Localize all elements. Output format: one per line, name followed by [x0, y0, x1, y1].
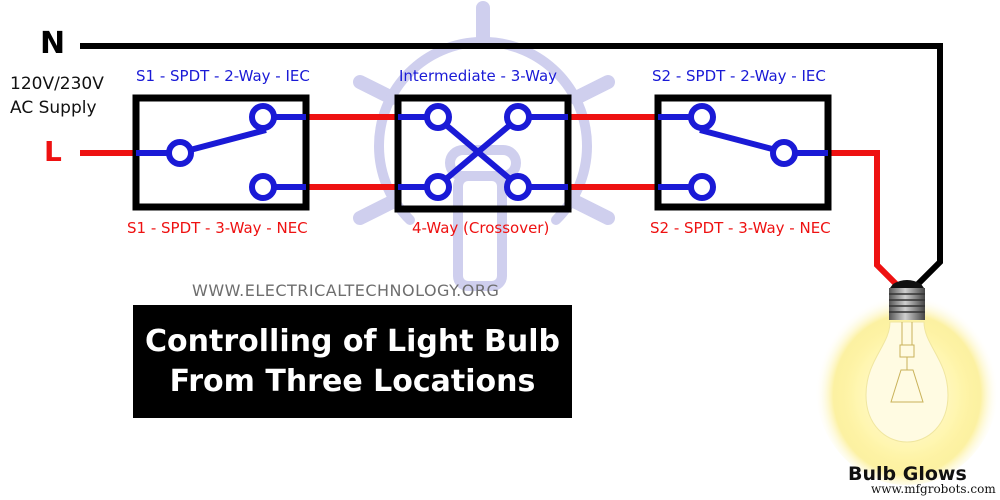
crossover-label: 4-Way (Crossover) [412, 219, 550, 237]
intermediate-label: Intermediate - 3-Way [399, 67, 558, 85]
switch-intermediate [394, 94, 572, 213]
live-label: L [44, 135, 62, 168]
bulb-status-label: Bulb Glows [848, 463, 967, 485]
neutral-label: N [40, 26, 66, 61]
neutral-wire [80, 43, 943, 287]
title-banner: Controlling of Light Bulb From Three Loc… [133, 305, 572, 418]
supply-voltage-line2: AC Supply [10, 98, 97, 118]
supply-voltage-line1: 120V/230V [10, 74, 104, 94]
s1-nec-label: S1 - SPDT - 3-Way - NEC [127, 219, 308, 237]
s2-nec-label: S2 - SPDT - 3-Way - NEC [650, 219, 831, 237]
watermark-bulb-icon [353, 1, 615, 291]
switched-live-wire [828, 150, 900, 288]
title-line2: From Three Locations [169, 363, 536, 399]
switch-s2 [654, 94, 832, 211]
s2-iec-label: S2 - SPDT - 2-Way - IEC [652, 67, 826, 85]
s1-iec-label: S1 - SPDT - 2-Way - IEC [136, 67, 310, 85]
credit-text: www.mfgrobots.com [871, 482, 996, 496]
light-bulb-icon [815, 280, 999, 485]
watermark-url: WWW.ELECTRICALTECHNOLOGY.ORG [192, 281, 500, 300]
title-line1: Controlling of Light Bulb [145, 323, 560, 359]
switch-s1 [132, 94, 310, 211]
supply-voltage-label: 120V/230V AC Supply [10, 72, 104, 120]
